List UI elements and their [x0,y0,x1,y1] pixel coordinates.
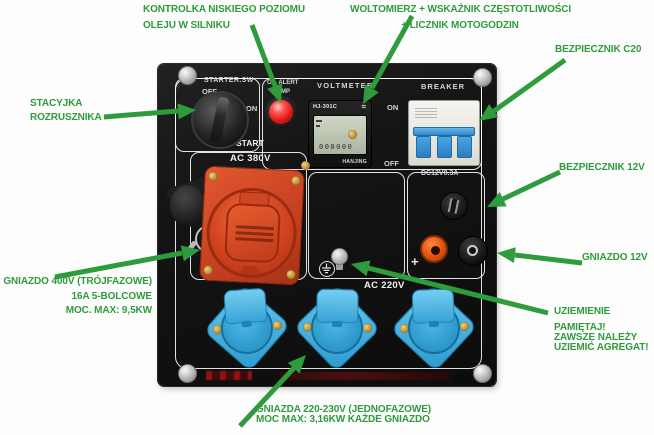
breaker-toggle [457,136,472,158]
label-fuse-12v: BEZPIECZNIK 12V [559,162,645,173]
control-panel: STARTER.SW OFF ON START OIL ALERT LAMP V… [158,64,496,386]
label-starter-line2: ROZRUSZNIKA [30,112,102,123]
label-outlets-230v-line1: GNIAZDA 220-230V (JEDNOFAZOWE) [256,404,431,415]
label-breaker-fuse: BEZPIECZNIK C20 [555,44,642,55]
label-voltmeter: WOLTOMIERZ + WSKAŹNIK CZĘSTOTLIWOŚCI + L… [350,2,572,34]
ground-section-border [308,172,405,279]
breaker-handle-bar [413,127,475,136]
label-grounding-line2: ZAWSZE NALEŻY [554,331,638,343]
breaker-toggle [416,136,431,158]
breaker-off-label: OFF [384,159,399,168]
arrow-outlet-12v [497,247,583,266]
breaker-label: BREAKER [421,82,466,91]
breaker-markings [415,108,437,118]
bolt-icon [473,68,492,87]
label-oil-warning-line2: OLEJU W SILNIKU [143,20,230,31]
label-outlet-400v-line1: GNIAZDO 400V (TRÓJFAZOWE) [3,276,152,287]
label-outlet-400v-line2: 16A 5-BOLCOWE [71,290,152,302]
ground-bolt [331,248,348,265]
lid-embossed-text [235,225,274,231]
label-outlet-400v-line3: MOC. MAX: 9,5KW [65,305,152,317]
label-oil-warning-line1: KONTROLKA NISKIEGO POZIOMU [143,4,306,15]
label-grounding: UZIEMIENIE PAMIĘTAJ! ZAWSZE NALEŻY UZIEM… [554,307,649,352]
arrow-fuse-12v [487,169,562,207]
terminal-hole [431,246,440,255]
dc-plus-label: + [411,254,419,269]
socket-lid [316,288,359,324]
earth-symbol-icon [319,261,335,277]
voltmeter-lcd: 000000 [313,115,367,155]
dc-positive-terminal [420,235,448,263]
socket-400v-cee [199,165,305,286]
ground-bolt-shaft [336,261,343,270]
screw-icon [301,161,310,170]
spare-key-knob [170,185,206,227]
label-outlets-230v: GNIAZDA 220-230V (JEDNOFAZOWE) MOC MAX: … [256,405,431,425]
terminal-ring [467,245,478,256]
voltmeter-reading: 000000 [319,143,354,151]
socket-230v-1 [199,278,295,380]
label-grounding-title: UZIEMIENIE [554,306,611,317]
voltmeter-label: VOLTMETER [317,81,374,90]
breaker-toggle [436,136,452,158]
bottom-strip-marking [206,371,252,380]
starter-off-label: OFF [202,87,217,96]
label-outlets-230v-line2: MOC MAX: 3,16KW KAŻDE GNIAZDO [256,414,430,425]
socket-lid [223,287,268,325]
bottom-strip-marking [280,372,450,380]
circuit-breaker [408,100,480,166]
bolt-icon [473,364,492,383]
socket-latch [428,320,439,328]
starter-key-switch [191,91,249,149]
label-voltmeter-line2: + LICZNIK MOTOGODZIN [401,20,519,31]
label-starter: STACYJKA ROZRUSZNIKA [30,97,102,125]
lid-embossed-text [235,237,274,243]
socket-230v-3 [387,279,480,378]
starter-on-label: ON [246,104,258,113]
socket-400v-lid [224,202,282,264]
starter-key [209,96,230,144]
breaker-on-label: ON [387,103,399,112]
lcd-tick [316,125,320,127]
label-grounding-warning: PAMIĘTAJ! ZAWSZE NALEŻY UZIEMIĆ AGREGAT! [554,323,649,352]
oil-alert-lamp [269,100,293,124]
label-starter-line1: STACYJKA [30,98,83,109]
socket-230v-2 [291,280,383,378]
label-oil-warning: KONTROLKA NISKIEGO POZIOMU OLEJU W SILNI… [143,2,305,34]
wave-icon: ≈ [361,102,366,111]
socket-400v-latch [241,265,258,276]
ac380-label: AC 380V [230,153,271,164]
label-voltmeter-line1: WOLTOMIERZ + WSKAŹNIK CZĘSTOTLIWOŚCI [350,4,572,15]
socket-lid [411,288,455,324]
bolt-icon [178,364,197,383]
label-outlet-12v: GNIAZDO 12V [582,252,648,263]
bolt-icon [178,66,197,85]
starter-start-label: START [236,138,264,148]
label-grounding-line1: PAMIĘTAJ! [554,322,606,333]
screw-icon [348,130,357,139]
socket-latch [241,320,252,328]
starter-switch-label: STARTER.SW [204,77,254,84]
voltmeter-brand: HANJING [342,159,367,165]
dc-negative-terminal [458,236,488,266]
socket-latch [332,320,343,328]
label-grounding-line3: UZIEMIĆ AGREGAT! [554,341,649,353]
voltmeter-hour-counter: HJ-301C ≈ 000000 HANJING [308,100,372,168]
label-outlet-400v: GNIAZDO 400V (TRÓJFAZOWE) 16A 5-BOLCOWE … [3,275,152,319]
fuse-slot [447,198,460,214]
lcd-tick [316,120,322,122]
fuse-12v-holder [440,192,468,220]
oil-lamp-label-line1: OIL ALERT [267,80,299,86]
oil-lamp-label-line2: LAMP [273,89,290,95]
dc-rating-label: DC12V8.3A [421,170,459,177]
voltmeter-model: HJ-301C [313,104,338,110]
lid-embossed-text [235,231,274,237]
